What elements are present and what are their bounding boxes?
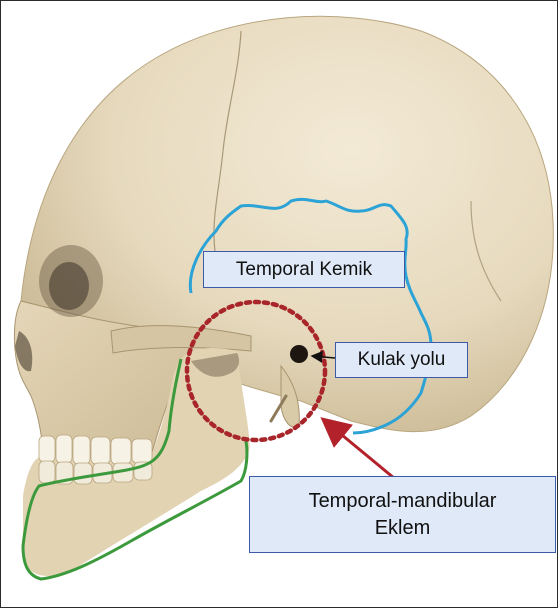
ear-canal-hole — [290, 345, 308, 363]
tmj-text-line2: Eklem — [375, 515, 431, 542]
temporal-bone-label: Temporal Kemik — [203, 251, 405, 288]
tmj-arrow — [325, 421, 394, 478]
temporal-bone-text: Temporal Kemik — [236, 257, 372, 283]
ear-canal-label: Kulak yolu — [335, 342, 468, 378]
tmj-label: Temporal-mandibular Eklem — [249, 476, 556, 553]
tmj-text-line1: Temporal-mandibular — [309, 488, 497, 515]
ear-canal-text: Kulak yolu — [358, 347, 446, 373]
